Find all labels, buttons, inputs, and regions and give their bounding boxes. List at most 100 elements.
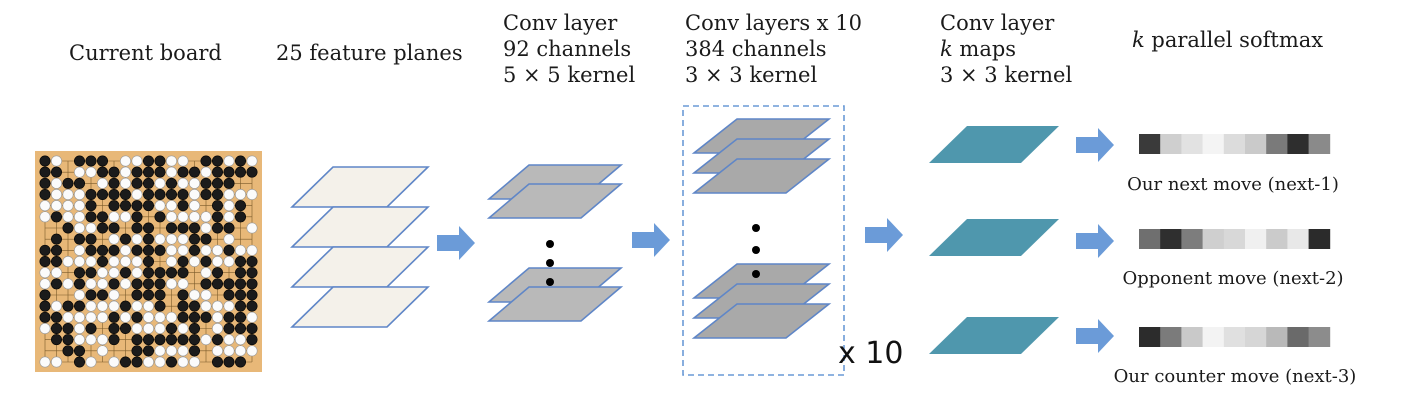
black-stone — [143, 177, 155, 189]
white-stone — [85, 255, 97, 267]
white-stone — [212, 300, 224, 312]
white-stone — [154, 233, 166, 245]
black-stone — [74, 300, 86, 312]
black-stone — [154, 300, 166, 312]
white-stone — [212, 244, 224, 256]
softmax-text: parallel softmax — [1144, 28, 1324, 52]
black-stone — [108, 200, 120, 212]
black-stone — [39, 289, 51, 301]
black-stone — [143, 278, 155, 290]
black-stone — [85, 200, 97, 212]
black-stone — [235, 356, 247, 368]
white-stone — [97, 300, 109, 312]
white-stone — [154, 322, 166, 334]
black-stone — [154, 211, 166, 223]
white-stone — [62, 200, 74, 212]
white-stone — [177, 278, 189, 290]
white-stone — [154, 177, 166, 189]
white-stone — [62, 278, 74, 290]
white-stone — [120, 278, 132, 290]
black-stone — [246, 289, 258, 301]
k-map — [929, 126, 1059, 163]
right-arrow-icon — [1076, 224, 1114, 258]
white-stone — [50, 177, 62, 189]
white-stone — [223, 211, 235, 223]
black-stone — [131, 311, 143, 323]
black-stone — [166, 189, 178, 201]
black-stone — [131, 177, 143, 189]
softmax-k-symbol: k — [1132, 28, 1145, 52]
black-stone — [131, 345, 143, 357]
black-stone — [39, 177, 51, 189]
softmax-cell — [1139, 134, 1161, 154]
header-conv-384-line3: 3 × 3 kernel — [685, 63, 818, 87]
white-stone — [74, 334, 86, 346]
softmax-cell — [1266, 134, 1288, 154]
white-stone — [246, 222, 258, 234]
white-stone — [85, 222, 97, 234]
ellipsis-dot — [752, 224, 760, 232]
black-stone — [154, 289, 166, 301]
softmax-cell — [1223, 229, 1246, 249]
white-stone — [120, 177, 132, 189]
white-stone — [223, 255, 235, 267]
white-stone — [189, 211, 201, 223]
right-arrow-icon — [1076, 128, 1114, 162]
black-stone — [108, 166, 120, 178]
white-stone — [39, 211, 51, 223]
header-feature-planes: 25 feature planes — [276, 41, 463, 65]
black-stone — [74, 278, 86, 290]
black-stone — [223, 177, 235, 189]
white-stone — [235, 189, 247, 201]
softmax-cell — [1308, 229, 1331, 249]
black-stone — [223, 166, 235, 178]
softmax-cell — [1266, 327, 1288, 347]
black-stone — [108, 244, 120, 256]
header-current-board: Current board — [69, 41, 222, 65]
softmax-cell — [1160, 134, 1182, 154]
conv-layer-92-stack — [486, 164, 624, 322]
black-stone — [200, 233, 212, 245]
white-stone — [85, 300, 97, 312]
black-stone — [154, 278, 166, 290]
black-stone — [85, 244, 97, 256]
k-map — [929, 219, 1059, 256]
white-stone — [235, 334, 247, 346]
conv-layers-384-stack — [691, 118, 832, 339]
black-stone — [177, 334, 189, 346]
header-conv-384-line2: 384 channels — [685, 37, 827, 61]
white-stone — [74, 222, 86, 234]
softmax-cell — [1202, 327, 1225, 347]
white-stone — [223, 345, 235, 357]
black-stone — [62, 222, 74, 234]
black-stone — [223, 244, 235, 256]
black-stone — [200, 311, 212, 323]
white-stone — [154, 311, 166, 323]
black-stone — [143, 222, 155, 234]
black-stone — [246, 322, 258, 334]
black-stone — [177, 300, 189, 312]
black-stone — [212, 155, 224, 167]
white-stone — [166, 345, 178, 357]
black-stone — [177, 255, 189, 267]
black-stone — [212, 166, 224, 178]
softmax-cell — [1266, 229, 1288, 249]
black-stone — [235, 166, 247, 178]
black-stone — [97, 166, 109, 178]
black-stone — [120, 189, 132, 201]
white-stone — [85, 334, 97, 346]
white-stone — [246, 155, 258, 167]
white-stone — [166, 244, 178, 256]
white-stone — [39, 278, 51, 290]
black-stone — [131, 356, 143, 368]
black-stone — [50, 334, 62, 346]
feature-planes-stack — [290, 166, 430, 328]
white-stone — [85, 356, 97, 368]
white-stone — [166, 155, 178, 167]
black-stone — [166, 334, 178, 346]
black-stone — [166, 267, 178, 279]
black-stone — [143, 255, 155, 267]
black-stone — [74, 155, 86, 167]
white-stone — [131, 267, 143, 279]
